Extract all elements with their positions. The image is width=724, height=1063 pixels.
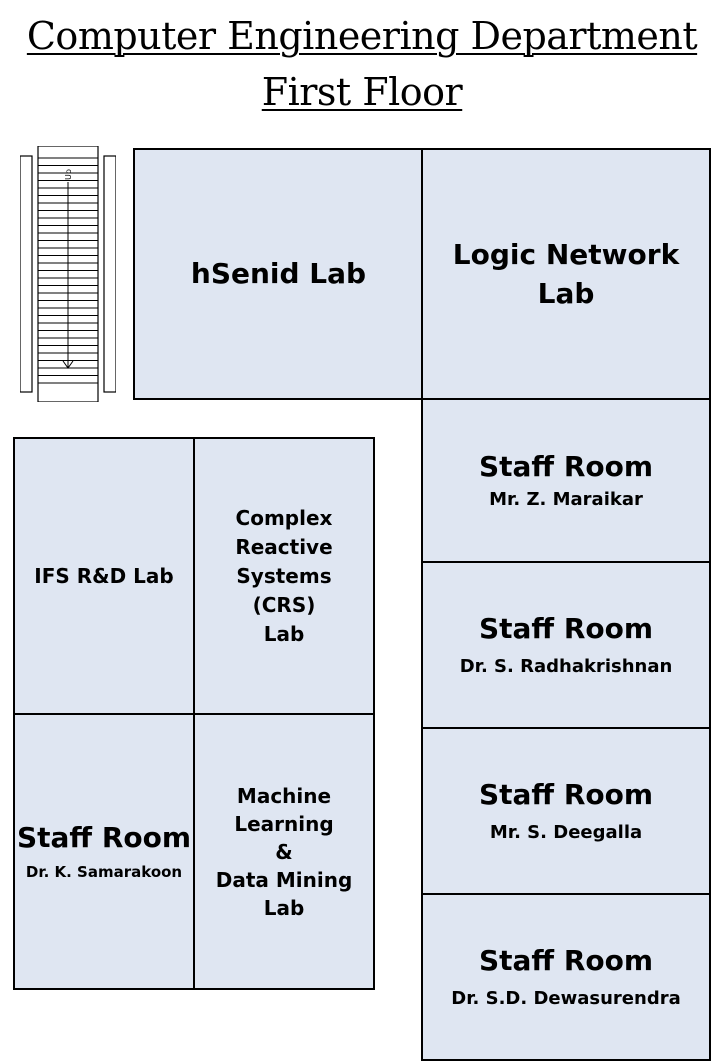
room-logic-network-lab: Logic Network Lab: [421, 148, 711, 400]
room-staff-samarakoon: Staff Room Dr. K. Samarakoon: [13, 713, 195, 990]
room-staff-dewasurendra: Staff Room Dr. S.D. Dewasurendra: [421, 893, 711, 1061]
room-staff-deegalla: Staff Room Mr. S. Deegalla: [421, 727, 711, 895]
room-label: Complex Reactive Systems (CRS) Lab: [235, 505, 333, 646]
room-hsenid-lab: hSenid Lab: [133, 148, 424, 400]
staff-person: Mr. Z. Maraikar: [489, 488, 643, 510]
room-label: Staff Room: [478, 450, 654, 484]
room-label: IFS R&D Lab: [34, 563, 174, 588]
room-label: Staff Room: [16, 821, 192, 855]
room-crs-lab: Complex Reactive Systems (CRS) Lab: [193, 437, 375, 715]
room-label: Machine Learning & Data Mining Lab: [215, 783, 353, 920]
staff-person: Dr. K. Samarakoon: [25, 863, 183, 882]
staff-person: Dr. S. Radhakrishnan: [459, 656, 673, 678]
room-label: Staff Room: [478, 611, 654, 645]
staircase-icon: Up: [20, 146, 116, 402]
room-label: hSenid Lab: [190, 256, 367, 290]
room-staff-maraikar: Staff Room Mr. Z. Maraikar: [421, 398, 711, 563]
room-ifs-rd-lab: IFS R&D Lab: [13, 437, 195, 715]
room-label: Staff Room: [478, 777, 654, 811]
room-ml-dm-lab: Machine Learning & Data Mining Lab: [193, 713, 375, 990]
floor-title: First Floor: [261, 70, 463, 114]
staff-person: Dr. S.D. Dewasurendra: [451, 988, 681, 1010]
room-staff-radhakrishnan: Staff Room Dr. S. Radhakrishnan: [421, 561, 711, 729]
room-label: Staff Room: [478, 943, 654, 977]
staff-person: Mr. S. Deegalla: [489, 822, 643, 844]
page-title: Computer Engineering Department: [26, 14, 698, 58]
stairs-up-label: Up: [64, 169, 73, 180]
room-label: Logic Network Lab: [452, 237, 680, 310]
